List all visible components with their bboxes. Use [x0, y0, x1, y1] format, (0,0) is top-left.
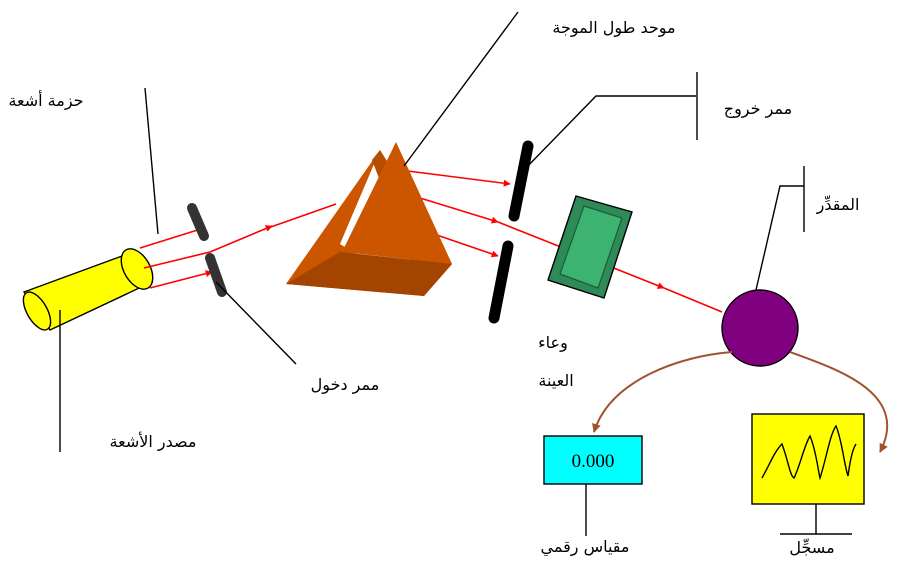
entrance-slit — [187, 203, 227, 297]
detector — [721, 289, 799, 367]
prism-base — [286, 252, 452, 296]
ray-prism-out-mid — [419, 197, 499, 224]
exit-slit — [488, 140, 534, 324]
exit-slit-top — [508, 140, 534, 222]
source-tube-opening — [120, 248, 154, 290]
ray-prism-out-bottom — [427, 231, 499, 258]
prism — [286, 142, 452, 296]
recorder-screen — [751, 413, 865, 505]
radiation-source-label: مصدر الأشعة — [110, 431, 197, 452]
detector-label: المقدِّر — [816, 195, 860, 215]
labels: موحد طول الموجة حزمة أشعة ممر خروج المقد… — [8, 18, 859, 557]
entrance-slit-label: ممر دخول — [311, 375, 380, 395]
light-rays — [139, 169, 723, 313]
beam-label: حزمة أشعة — [8, 90, 83, 111]
sample-container-label-line2: العينة — [538, 371, 573, 390]
ray-to-prism-1 — [209, 225, 273, 253]
beam-leader — [144, 87, 159, 235]
ray-to-prism-2 — [267, 203, 337, 229]
digital-meter-label: مقياس رقمي — [541, 537, 630, 557]
recorder-trace — [761, 424, 857, 481]
monochromator-leader — [403, 11, 519, 167]
signal-curves — [592, 351, 889, 453]
sample-cell — [547, 195, 633, 299]
ray-source-bottom — [149, 270, 213, 289]
leader-lines — [59, 11, 852, 536]
entrance-slit-leader — [215, 281, 297, 365]
sample-cell-inner — [559, 205, 623, 289]
prism-front-face — [342, 142, 452, 264]
sample-container-label-line1: وعاء — [538, 333, 568, 353]
entrance-slit-top — [187, 203, 209, 241]
radiation-source — [22, 248, 154, 331]
digital-meter: 0.000 — [543, 435, 643, 485]
monochromator-label: موحد طول الموجة — [552, 18, 675, 38]
meter-screen — [543, 435, 643, 485]
meter-reading: 0.000 — [572, 451, 615, 472]
exit-slit-label: ممر خروج — [724, 99, 793, 119]
prism-left-face — [286, 150, 424, 296]
ray-source-top — [139, 226, 205, 249]
ray-source-mid — [143, 251, 211, 269]
source-tube-end-cap — [22, 291, 52, 331]
ray-to-detector — [663, 287, 723, 313]
recorder — [751, 413, 865, 505]
detector-leader — [755, 185, 804, 291]
curve-to-recorder — [789, 351, 889, 453]
exit-slit-leader — [521, 95, 696, 173]
ray-prism-out-top — [399, 169, 511, 187]
recorder-label: مسجِّل — [789, 538, 834, 557]
exit-slit-bottom — [488, 240, 514, 324]
curve-to-meter — [592, 351, 733, 433]
